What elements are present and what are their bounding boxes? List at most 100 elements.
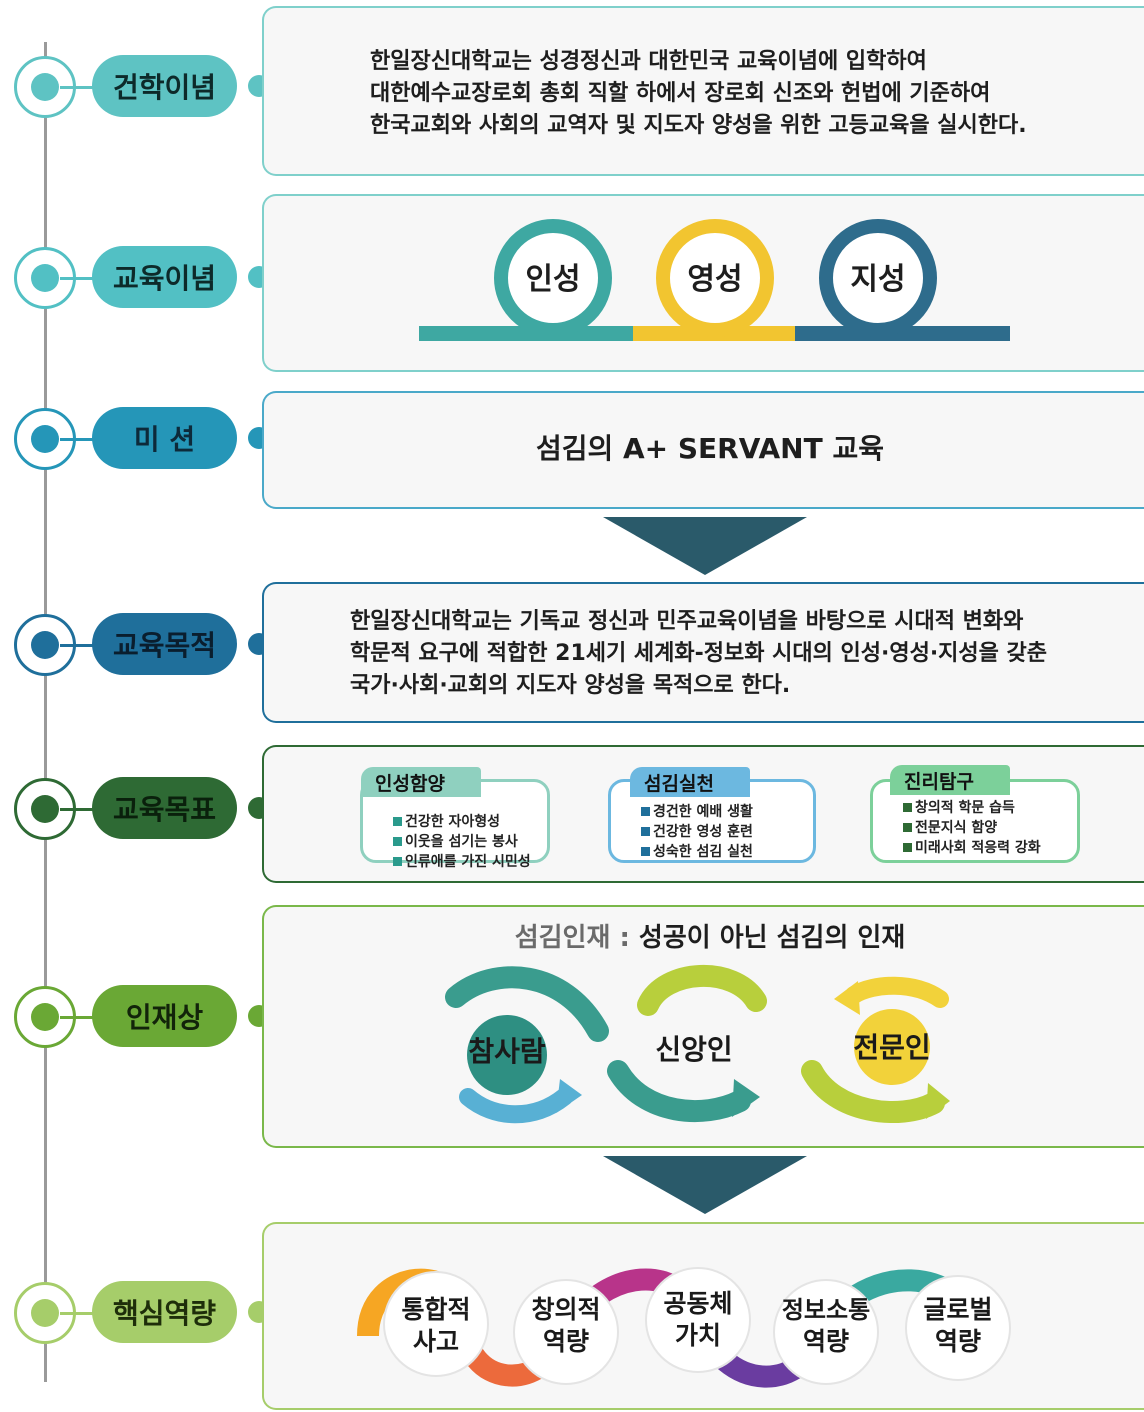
competency-circle-5: [905, 1275, 1011, 1381]
goal-title-2: 섬김실천: [630, 767, 750, 797]
connector-line: [60, 1312, 112, 1315]
bullet-square-icon: [393, 837, 402, 846]
bullet-square-icon: [393, 857, 402, 866]
row-label-mission: 미 션: [92, 407, 237, 469]
goal-item-text: 경건한 예배 생활: [653, 804, 753, 820]
connector-line: [60, 277, 112, 280]
talent-cycle-graphic: 참사람 신앙인 전문인: [445, 964, 950, 1124]
goals-box: 건강한 자아형성 이웃을 섬기는 봉사 인류애를 가진 시민성 인성함양 경건한…: [262, 745, 1144, 883]
timeline-spine: [44, 42, 47, 1382]
competency-2-line2: 역량: [543, 1327, 589, 1356]
row-label-competency: 핵심역량: [92, 1281, 237, 1343]
goal-item-text: 성숙한 섬김 실천: [653, 844, 753, 860]
founding-text: 한일장신대학교는 성경정신과 대한민국 교육이념에 입학하여 대한예수교장로회 …: [370, 46, 1027, 142]
cycle-arrowhead-3: [834, 981, 860, 1015]
talent-box: 섬김인재 : 성공이 아닌 섬김의 인재 참사람 신앙인 전문인: [262, 905, 1144, 1148]
ideology-ring-2: [656, 219, 774, 337]
competency-2-line1: 창의적: [531, 1295, 600, 1324]
row-label-purpose: 교육목적: [92, 613, 237, 675]
purpose-line: 국가·사회·교회의 지도자 양성을 목적으로 한다.: [350, 673, 791, 698]
timeline-node-dot-1: [31, 73, 59, 101]
competency-circle-4: [773, 1279, 879, 1385]
timeline-node-dot-5: [31, 795, 59, 823]
connector-line: [60, 808, 112, 811]
ideology-loops: 인성 영성 지성: [419, 219, 1010, 341]
competency-circle-1: [383, 1271, 489, 1377]
competency-circle-2: [513, 1279, 619, 1385]
talent-label-3: 전문인: [853, 1031, 930, 1064]
goal-list: 건강한 자아형성 이웃을 섬기는 봉사 인류애를 가진 시민성: [393, 812, 531, 872]
goal-title-3: 진리탐구: [890, 765, 1010, 795]
goal-item: 건강한 자아형성: [393, 812, 531, 832]
talent-heading-prefix: 섬김인재: [514, 923, 611, 953]
ideology-bar-3: [795, 326, 1010, 341]
competency-5-line2: 역량: [935, 1327, 981, 1356]
goal-item-text: 인류애를 가진 시민성: [405, 854, 531, 870]
competency-3-line2: 가치: [675, 1321, 721, 1350]
talent-circle-3: [854, 1009, 930, 1085]
mission-box: 섬김의 A+ SERVANT 교육: [262, 391, 1144, 509]
bullet-square-icon: [903, 823, 912, 832]
connector-line: [60, 438, 112, 441]
founding-line: 한일장신대학교는 성경정신과 대한민국 교육이념에 입학하여: [370, 49, 927, 74]
ideology-ring-3: [819, 219, 937, 337]
goal-title-1: 인성함양: [361, 767, 481, 797]
timeline-node-dot-2: [31, 264, 59, 292]
cycle-arc-2-top: [637, 964, 767, 1016]
cycle-arc-2-bottom: [607, 1060, 751, 1122]
mission-text: 섬김의 A+ SERVANT 교육: [535, 432, 884, 465]
ideology-label-3: 지성: [850, 262, 905, 297]
goal-item: 건강한 영성 훈련: [641, 822, 753, 842]
competency-4-line1: 정보소통: [782, 1296, 870, 1324]
bullet-square-icon: [903, 843, 912, 852]
talent-circle-1: [467, 1015, 547, 1095]
founding-line: 대한예수교장로회 총회 직할 하에서 장로회 신조와 헌법에 기준하여: [370, 81, 991, 106]
purpose-text: 한일장신대학교는 기독교 정신과 민주교육이념을 바탕으로 시대적 변화와 학문…: [350, 606, 1047, 702]
goal-item: 인류애를 가진 시민성: [393, 852, 531, 872]
talent-label-1: 참사람: [468, 1035, 546, 1068]
competency-box: 통합적 사고 창의적 역량 공동체 가치 정보소통 역량 글로벌 역량: [262, 1222, 1144, 1410]
goal-item: 미래사회 적응력 강화: [903, 838, 1041, 858]
row-label-goals: 교육목표: [92, 777, 237, 839]
timeline-node-dot-4: [31, 631, 59, 659]
goal-item-text: 창의적 학문 습득: [915, 800, 1015, 816]
cycle-arc-1-bottom: [459, 1088, 573, 1124]
goal-item: 전문지식 함양: [903, 818, 1041, 838]
goal-item-text: 전문지식 함양: [915, 820, 998, 836]
timeline-node-dot-3: [31, 425, 59, 453]
cycle-arc-3-bottom: [801, 1060, 945, 1123]
cycle-arc-3-top: [845, 976, 949, 1008]
talent-label-2: 신앙인: [655, 1033, 732, 1066]
timeline-node-dot-6: [31, 1003, 59, 1031]
bullet-square-icon: [641, 807, 650, 816]
ideology-label-2: 영성: [687, 262, 742, 297]
flow-arrow-down: [603, 1156, 807, 1214]
goal-list: 경건한 예배 생활 건강한 영성 훈련 성숙한 섬김 실천: [641, 802, 753, 862]
competency-circle-3: [645, 1267, 751, 1373]
talent-heading: 섬김인재 : 성공이 아닌 섬김의 인재: [264, 917, 1144, 954]
goal-item: 이웃을 섬기는 봉사: [393, 832, 531, 852]
purpose-line: 학문적 요구에 적합한 21세기 세계화-정보화 시대의 인성·영성·지성을 갖…: [350, 641, 1048, 666]
goal-list: 창의적 학문 습득 전문지식 함양 미래사회 적응력 강화: [903, 798, 1041, 858]
goal-item-text: 미래사회 적응력 강화: [915, 840, 1041, 856]
cycle-arrowhead-2: [732, 1079, 760, 1117]
row-label-ideology: 교육이념: [92, 246, 237, 308]
goal-item-text: 건강한 영성 훈련: [653, 824, 753, 840]
cycle-arrowhead-1: [556, 1079, 582, 1113]
bullet-square-icon: [641, 827, 650, 836]
talent-heading-sep: :: [610, 923, 639, 953]
bullet-square-icon: [641, 847, 650, 856]
talent-heading-rest: 성공이 아닌 섬김의 인재: [638, 923, 906, 953]
competency-5-line1: 글로벌: [923, 1295, 992, 1324]
goal-item-text: 건강한 자아형성: [405, 814, 501, 830]
timeline-node-dot-7: [31, 1299, 59, 1327]
ideology-box: 인성 영성 지성: [262, 194, 1144, 372]
bullet-square-icon: [393, 817, 402, 826]
goal-item: 성숙한 섬김 실천: [641, 842, 753, 862]
goal-item-text: 이웃을 섬기는 봉사: [405, 834, 518, 850]
goal-item: 창의적 학문 습득: [903, 798, 1041, 818]
ideology-label-1: 인성: [525, 262, 580, 297]
competency-wave: 통합적 사고 창의적 역량 공동체 가치 정보소통 역량 글로벌 역량: [357, 1267, 1011, 1388]
goal-item: 경건한 예배 생활: [641, 802, 753, 822]
ideology-ring-1: [494, 219, 612, 337]
